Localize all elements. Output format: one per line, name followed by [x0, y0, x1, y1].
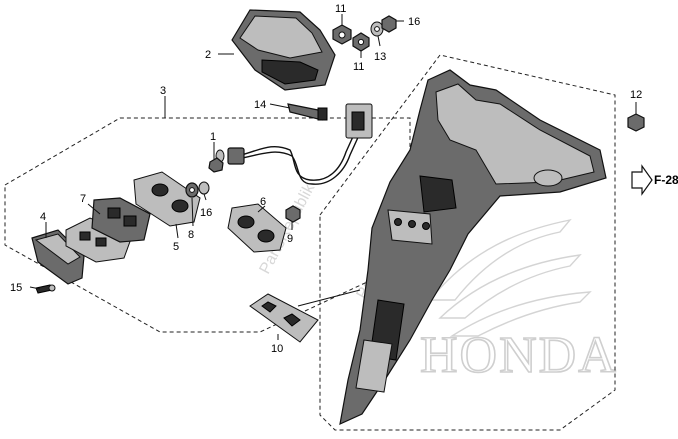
leader-lines	[29, 14, 637, 340]
callout-12: 12	[630, 89, 642, 101]
callout-9: 9	[287, 233, 293, 245]
part-2-taillight-lens	[231, 9, 336, 91]
part-13-washer	[370, 21, 384, 37]
callout-7: 7	[80, 193, 86, 205]
part-7-socket-housing	[91, 197, 151, 243]
part-16-washer	[198, 181, 210, 195]
wire-harness	[237, 129, 357, 181]
callout-16-mid: 16	[200, 207, 212, 219]
callout-11-top: 11	[335, 3, 346, 15]
wire-harness-2	[237, 132, 361, 185]
callout-3: 3	[160, 85, 166, 97]
forward-reference-label: F-28	[654, 173, 678, 187]
part-9-nut	[285, 205, 301, 223]
part-16-nut-top	[381, 15, 397, 33]
part-connector-plug	[345, 103, 373, 139]
part-5-mounting-plate	[133, 171, 201, 227]
callout-4: 4	[40, 211, 46, 223]
callout-13: 13	[374, 51, 386, 63]
assembly-outline-right	[319, 54, 616, 431]
callout-16-top: 16	[408, 16, 420, 28]
callout-6: 6	[260, 196, 266, 208]
forward-arrow-icon	[631, 164, 653, 196]
callout-5: 5	[173, 241, 179, 253]
part-10-rear-reflector	[249, 293, 319, 343]
assembly-outline-left	[4, 117, 411, 333]
part-11-nut-lower	[352, 32, 370, 52]
part-1-screw	[208, 157, 224, 173]
part-8-grommet	[185, 182, 199, 198]
part-1-bulb-socket	[215, 147, 245, 165]
brand-wordmark: HONDA	[420, 327, 618, 384]
callout-1: 1	[210, 131, 216, 143]
callout-10: 10	[271, 343, 283, 355]
callout-11-lower: 11	[353, 61, 364, 73]
part-15-screw	[35, 284, 56, 294]
part-14-socket	[287, 103, 328, 121]
brand-wing-logo	[428, 218, 592, 337]
callout-2: 2	[205, 49, 211, 61]
part-12-nut	[627, 113, 645, 132]
callout-14: 14	[254, 99, 266, 111]
callout-8: 8	[188, 229, 194, 241]
callout-15: 15	[10, 282, 22, 294]
part-6-reflector-plate	[227, 203, 287, 253]
part-11-nut-top	[332, 24, 352, 45]
rear-fender	[339, 69, 607, 426]
